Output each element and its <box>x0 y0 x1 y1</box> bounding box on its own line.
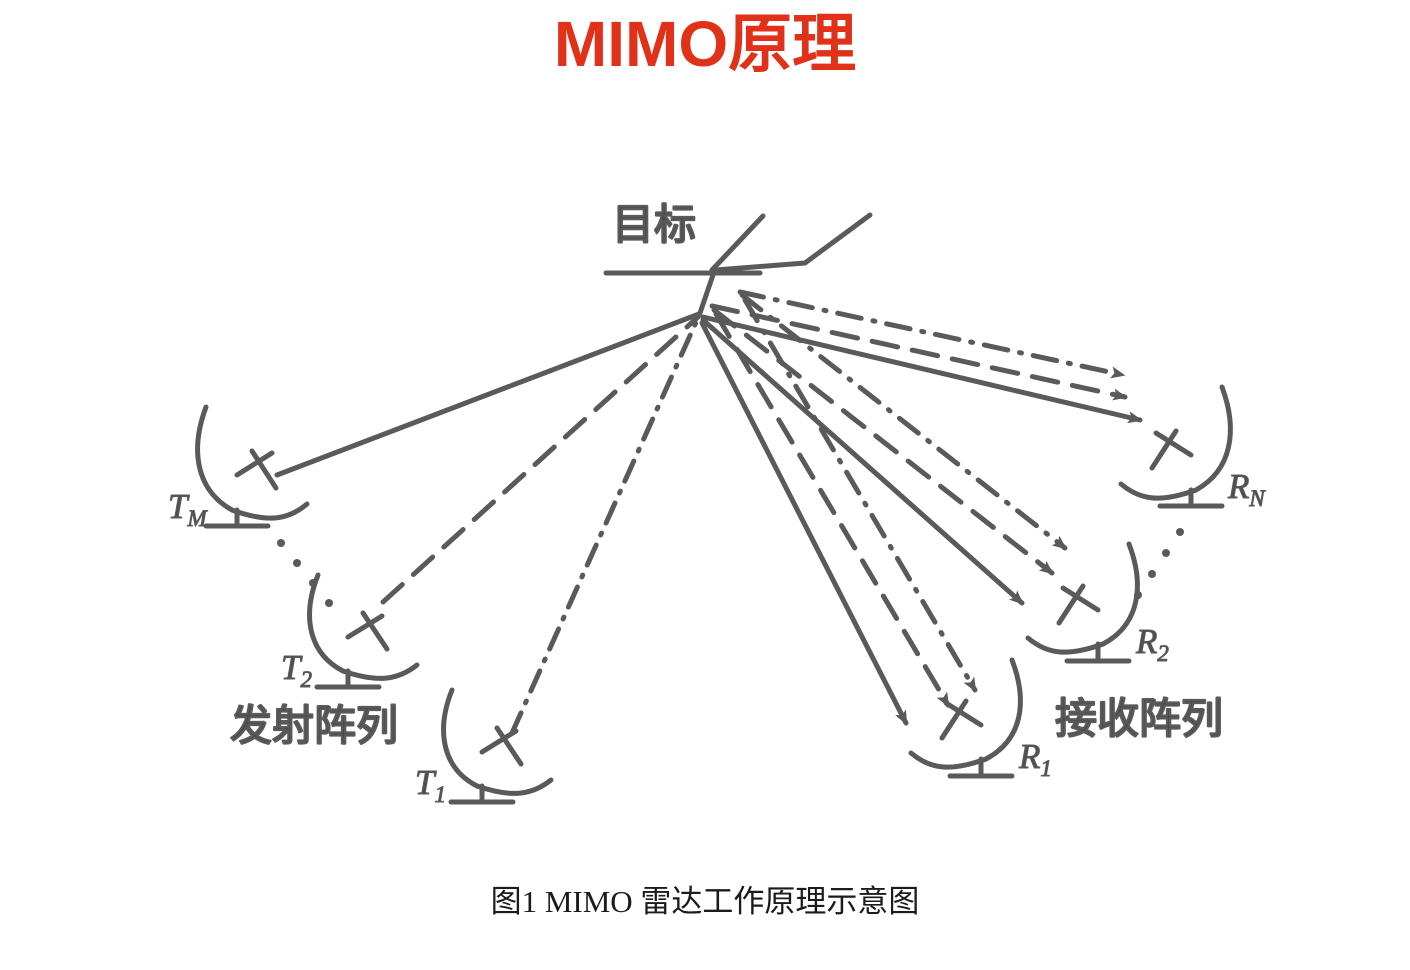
ray-target-to-r2-dashed <box>711 307 1055 576</box>
antenna-r2 <box>1025 541 1140 664</box>
label-t1: T1 <box>415 763 446 807</box>
antenna-r1 <box>908 657 1023 779</box>
receive-array-label: 接收阵列 <box>1055 696 1223 743</box>
receive-ellipsis <box>1134 528 1184 599</box>
label-r1: R1 <box>1018 737 1052 781</box>
ray-target-to-r1-dashed <box>713 311 951 708</box>
target-symbol <box>603 212 873 316</box>
target-label: 目标 <box>612 202 696 249</box>
ray-target-to-rn-dashed <box>709 303 1128 401</box>
ray-target-to-r2-solid <box>700 317 1025 606</box>
figure-caption: 图1 MIMO 雷达工作原理示意图 <box>490 884 920 919</box>
ray-target-to-rn-solid <box>700 314 1143 424</box>
label-rn: RN <box>1227 467 1266 511</box>
transmit-array-label: 发射阵列 <box>230 703 398 750</box>
ray-t2-to-target <box>380 314 701 605</box>
antenna-t1 <box>441 687 554 805</box>
transmit-ellipsis <box>277 539 333 607</box>
ray-target-to-r2-dashdot <box>739 292 1068 551</box>
label-tm: TM <box>168 487 208 531</box>
label-r2: R2 <box>1135 622 1169 666</box>
page-title: MIMO原理 <box>553 8 857 80</box>
antenna-tm <box>195 404 310 529</box>
ray-target-to-rn-dashdot <box>737 289 1126 379</box>
antenna-rn <box>1118 384 1233 509</box>
ray-tm-to-target <box>274 311 702 478</box>
ray-target-to-r1-solid <box>699 320 909 726</box>
figure-area: TM T2 <box>0 120 1410 860</box>
ray-target-to-r1-dashdot <box>742 297 978 693</box>
label-t2: T2 <box>281 648 312 692</box>
ray-t1-to-target <box>509 317 700 736</box>
mimo-radar-diagram: TM T2 <box>168 202 1267 808</box>
antenna-t2 <box>307 572 420 690</box>
